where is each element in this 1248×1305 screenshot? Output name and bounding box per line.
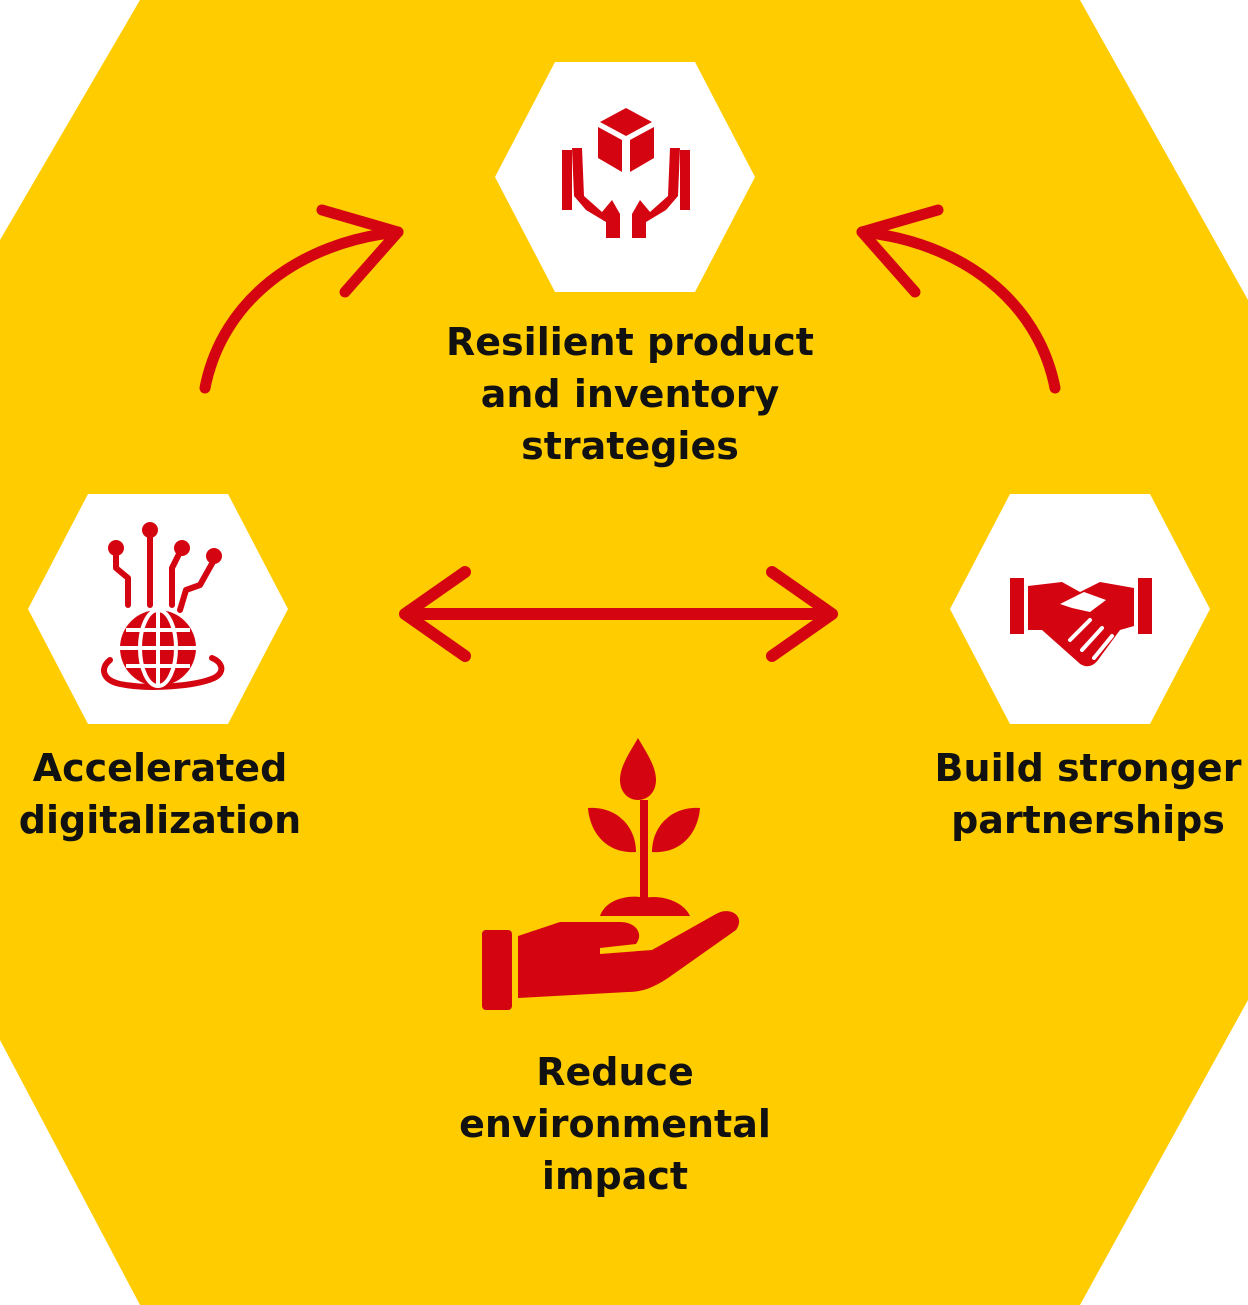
curved-arrow-left xyxy=(199,204,404,394)
label-resilient: Resilient product and inventory strategi… xyxy=(430,316,830,472)
label-line: and inventory xyxy=(480,372,780,416)
label-environment: Reduce environmental impact xyxy=(415,1046,815,1202)
curved-arrow-right xyxy=(856,204,1061,394)
label-line: impact xyxy=(541,1154,689,1198)
label-line: digitalization xyxy=(18,798,302,842)
label-line: Build stronger xyxy=(934,746,1242,790)
handshake-icon xyxy=(1010,578,1152,667)
hexagon-resilient xyxy=(495,62,755,292)
hand-holding-plant-icon xyxy=(482,738,740,1010)
label-digitalization: Accelerated digitalization xyxy=(0,742,320,846)
label-line: Reduce xyxy=(536,1050,694,1094)
label-partnerships: Build stronger partnerships xyxy=(928,742,1248,846)
label-line: strategies xyxy=(521,424,739,468)
label-line: partnerships xyxy=(951,798,1225,842)
double-arrow xyxy=(399,566,838,662)
label-line: environmental xyxy=(459,1102,771,1146)
label-line: Resilient product xyxy=(446,320,814,364)
circuit-globe-icon xyxy=(101,522,225,690)
label-line: Accelerated xyxy=(32,746,288,790)
hands-holding-box-icon xyxy=(562,108,690,238)
